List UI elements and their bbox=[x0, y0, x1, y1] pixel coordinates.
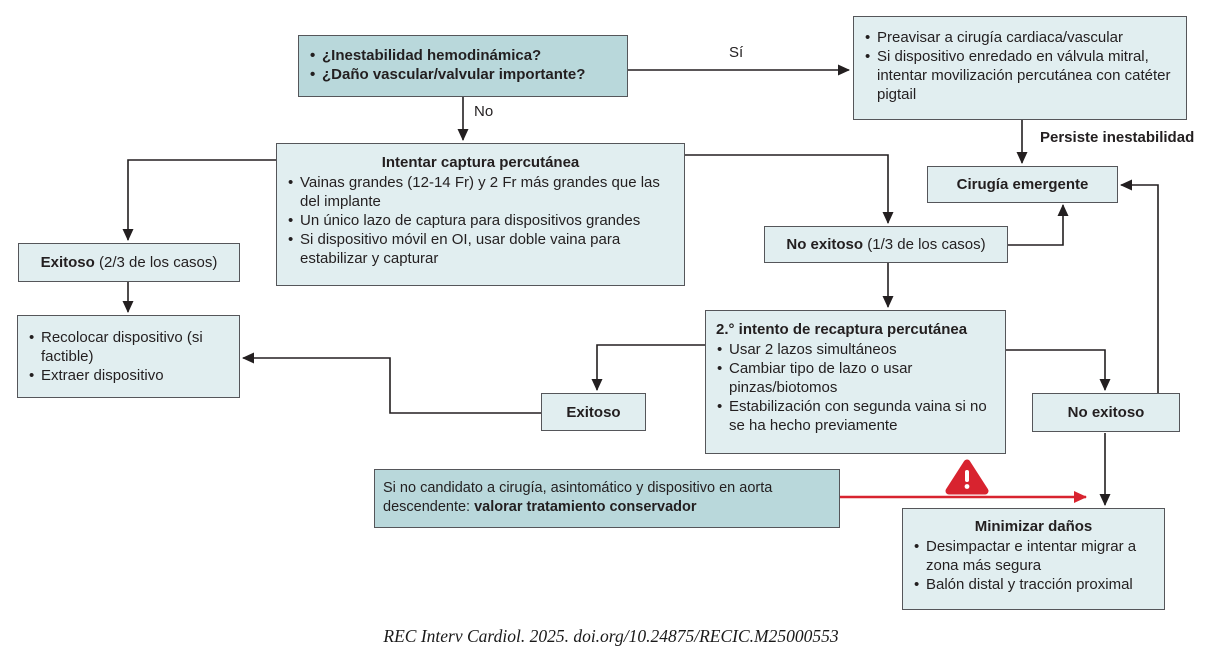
bullet-item: Recolocar dispositivo (si factible) bbox=[28, 328, 229, 366]
connector-second-to-success bbox=[591, 344, 705, 391]
bullet-item: Preavisar a cirugía cardiaca/vascular bbox=[864, 28, 1176, 47]
minimize-damage-bullets: Desimpactar e intentar migrar a zona más… bbox=[913, 537, 1154, 594]
reposition-device-bullets: Recolocar dispositivo (si factible)Extra… bbox=[28, 328, 229, 385]
node-emergent-surgery: Cirugía emergente bbox=[927, 166, 1118, 203]
node-successful: Exitoso bbox=[541, 393, 646, 431]
percutaneous-capture-title: Intentar captura percutánea bbox=[381, 154, 580, 171]
node-hemodynamic-question: ¿Inestabilidad hemodinámica?¿Daño vascul… bbox=[298, 35, 628, 97]
percutaneous-capture-bullets: Vainas grandes (12-14 Fr) y 2 Fr más gra… bbox=[287, 173, 674, 268]
successful-23-rest: (2/3 de los casos) bbox=[94, 254, 218, 271]
node-minimize-damage: Minimizar daños Desimpactar e intentar m… bbox=[902, 508, 1165, 610]
node-reposition-device: Recolocar dispositivo (si factible)Extra… bbox=[17, 315, 240, 398]
connector-success-to-reposition2 bbox=[242, 352, 541, 414]
bullet-item: Si dispositivo enredado en válvula mitra… bbox=[864, 47, 1176, 104]
citation-text: REC Interv Cardiol. 2025. doi.org/10.248… bbox=[383, 626, 839, 646]
bullet-item: ¿Daño vascular/valvular importante? bbox=[309, 65, 617, 84]
second-attempt-bullets: Usar 2 lazos simultáneosCambiar tipo de … bbox=[716, 340, 987, 435]
bullet-item: Un único lazo de captura para dispositiv… bbox=[287, 211, 674, 230]
connector-second-to-unsuccessful bbox=[1006, 349, 1111, 391]
bullet-item: Usar 2 lazos simultáneos bbox=[716, 340, 987, 359]
node-unsuccessful: No exitoso bbox=[1032, 393, 1180, 432]
unsuccessful-13-rest: (1/3 de los casos) bbox=[863, 236, 986, 253]
conservative-bold: valorar tratamiento conservador bbox=[474, 499, 697, 515]
connector-capture-to-fail bbox=[685, 154, 894, 224]
connector-capture-to-success bbox=[122, 159, 276, 241]
node-second-attempt: 2.° intento de recaptura percutánea Usar… bbox=[705, 310, 1006, 454]
successful-23-bold: Exitoso bbox=[40, 254, 95, 271]
bullet-item: Estabilización con segunda vaina si no s… bbox=[716, 397, 987, 435]
unsuccessful-13-bold: No exitoso bbox=[786, 236, 864, 253]
hemodynamic-question-bullets: ¿Inestabilidad hemodinámica?¿Daño vascul… bbox=[309, 46, 617, 84]
bullet-item: Extraer dispositivo bbox=[28, 366, 229, 385]
warning-triangle-icon bbox=[945, 459, 989, 495]
bullet-item: ¿Inestabilidad hemodinámica? bbox=[309, 46, 617, 65]
bullet-item: Vainas grandes (12-14 Fr) y 2 Fr más gra… bbox=[287, 173, 674, 211]
edge-label-no: No bbox=[472, 103, 496, 120]
prealert-surgery-bullets: Preavisar a cirugía cardiaca/vascularSi … bbox=[864, 28, 1176, 104]
edge-label-yes: Sí bbox=[727, 44, 746, 61]
second-attempt-title: 2.° intento de recaptura percutánea bbox=[716, 321, 968, 338]
edge-label-persists: Persiste inestabilidad bbox=[1038, 129, 1197, 146]
node-percutaneous-capture: Intentar captura percutánea Vainas grand… bbox=[276, 143, 685, 286]
connector-fail-to-surgery bbox=[1008, 204, 1069, 246]
bullet-item: Desimpactar e intentar migrar a zona más… bbox=[913, 537, 1154, 575]
conservative-prefix: Si no candidato a cirugía, asintomático … bbox=[383, 480, 773, 515]
node-successful-23: Exitoso (2/3 de los casos) bbox=[18, 243, 240, 282]
bullet-item: Balón distal y tracción proximal bbox=[913, 575, 1154, 594]
minimize-damage-title: Minimizar daños bbox=[974, 518, 1093, 535]
node-unsuccessful-13: No exitoso (1/3 de los casos) bbox=[764, 226, 1008, 263]
node-conservative: Si no candidato a cirugía, asintomático … bbox=[374, 469, 840, 528]
connector-unsuccessful-to-surgery bbox=[1120, 179, 1159, 393]
node-prealert-surgery: Preavisar a cirugía cardiaca/vascularSi … bbox=[853, 16, 1187, 120]
bullet-item: Si dispositivo móvil en OI, usar doble v… bbox=[287, 230, 674, 268]
bullet-item: Cambiar tipo de lazo o usar pinzas/bioto… bbox=[716, 359, 987, 397]
